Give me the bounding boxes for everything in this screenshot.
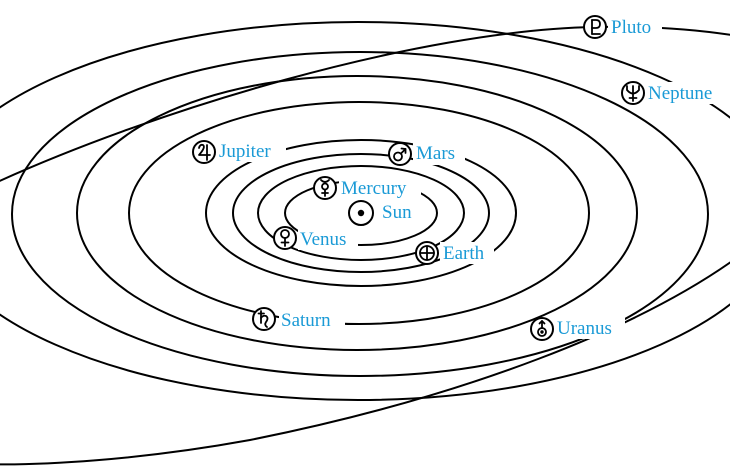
neptune-label: Neptune	[648, 83, 712, 104]
earth-label-bg	[440, 242, 494, 264]
uranus: Uranus	[530, 317, 625, 341]
saturn-label: Saturn	[281, 310, 331, 331]
sun-label: Sun	[382, 202, 412, 223]
mars: Mars	[388, 142, 465, 166]
sun: Sun	[348, 200, 412, 226]
jupiter: Jupiter	[192, 140, 286, 164]
uranus-glyph	[537, 320, 547, 337]
uranus-icon	[530, 317, 554, 341]
orbits	[0, 21, 730, 466]
sun-dot	[357, 209, 365, 217]
pluto-glyph	[591, 19, 601, 35]
mercury-glyph	[320, 179, 330, 197]
saturn-label-bg	[279, 308, 345, 330]
mercury-label-bg	[339, 176, 421, 198]
jupiter-label-bg	[216, 140, 286, 162]
venus-label: Venus	[300, 229, 346, 250]
mars-label-bg	[413, 143, 465, 165]
venus-label-bg	[298, 228, 358, 250]
mercury-icon	[313, 176, 337, 200]
saturn: Saturn	[252, 307, 345, 331]
earth: Earth	[415, 241, 494, 265]
jupiter-label: Jupiter	[219, 141, 271, 162]
jupiter-orbit	[128, 101, 590, 325]
uranus-orbit	[11, 51, 709, 377]
neptune-glyph	[626, 85, 640, 102]
mars-label: Mars	[416, 143, 455, 164]
saturn-orbit	[76, 75, 638, 351]
pluto-icon	[583, 15, 607, 39]
jupiter-icon	[192, 140, 216, 164]
pluto-orbit	[0, 25, 730, 466]
uranus-label: Uranus	[557, 318, 612, 339]
saturn-icon	[252, 307, 276, 331]
mars-orbit	[205, 139, 517, 287]
earth-glyph	[419, 245, 435, 261]
neptune-label-bg	[645, 82, 730, 104]
neptune-orbit	[0, 21, 730, 401]
venus: Venus	[273, 226, 358, 250]
mars-glyph	[393, 147, 407, 162]
pluto: Pluto	[583, 15, 662, 39]
neptune: Neptune	[621, 81, 730, 105]
jupiter-glyph	[198, 143, 211, 161]
venus-glyph	[280, 229, 290, 247]
earth-label: Earth	[443, 243, 485, 264]
mercury-label: Mercury	[341, 178, 407, 199]
mercury: Mercury	[313, 176, 421, 200]
uranus-label-bg	[555, 317, 625, 339]
saturn-glyph	[257, 310, 269, 328]
earth-orbit	[232, 153, 490, 273]
pluto-label-bg	[608, 16, 662, 38]
pluto-label: Pluto	[611, 17, 651, 38]
venus-orbit	[257, 165, 465, 261]
